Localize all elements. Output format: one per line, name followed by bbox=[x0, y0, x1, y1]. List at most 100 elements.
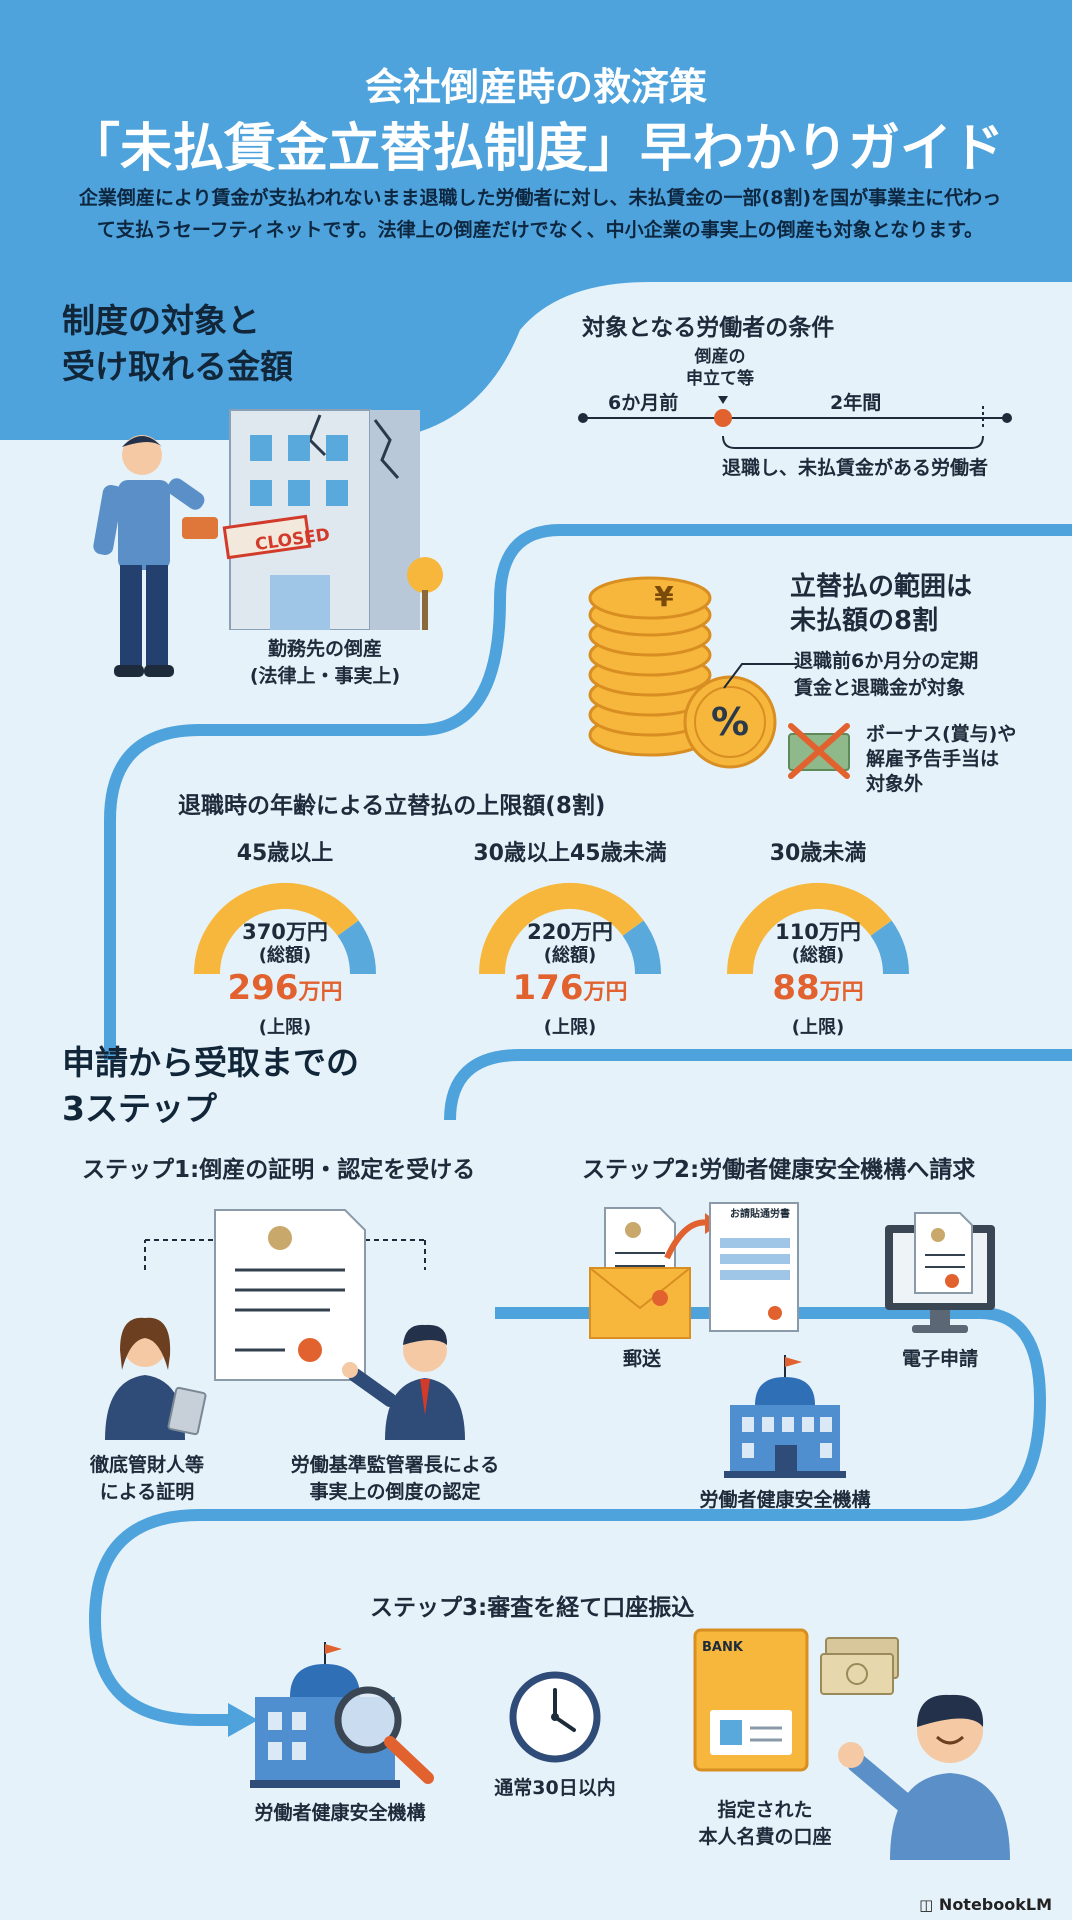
timeline-after-label: 2年間 bbox=[830, 392, 882, 414]
step1-right-caption: 労働基準監管署長による 事実上の倒度の認定 bbox=[270, 1452, 520, 1506]
scope-title: 立替払の範囲は 未払額の8割 bbox=[790, 570, 972, 638]
agency-review-icon bbox=[250, 1642, 434, 1788]
certificate-illustration bbox=[144, 1209, 426, 1381]
limit-total-note: (総額) bbox=[543, 945, 597, 966]
gauge-filled-arc bbox=[194, 883, 359, 975]
limit-gauge bbox=[727, 883, 909, 975]
scope-excluded-line2: 解雇予告手当は bbox=[866, 748, 1000, 770]
limit-values-3: 110万円 (総額) 88万円 (上限) bbox=[718, 920, 918, 1039]
limit-age-label: 30歳以上45歳未満 bbox=[473, 841, 667, 866]
step1-right-caption-line1: 労働基準監管署長による bbox=[290, 1454, 500, 1476]
scope-excluded-line3: 対象外 bbox=[866, 773, 924, 795]
bankrupt-caption: 勤務先の倒産 (法律上・事実上) bbox=[215, 636, 435, 690]
step1-left-caption-line2: による証明 bbox=[99, 1481, 195, 1503]
scope-excluded: ボーナス(賞与)や 解雇予告手当は 対象外 bbox=[866, 722, 1016, 797]
excluded-icon bbox=[788, 723, 850, 779]
closed-building-icon bbox=[222, 409, 443, 630]
limit-note: (上限) bbox=[791, 1017, 845, 1038]
scope-target-line2: 賃金と退職金が対象 bbox=[794, 677, 966, 699]
mail-caption: 郵送 bbox=[622, 1348, 661, 1370]
clock-caption: 通常30日以内 bbox=[494, 1777, 616, 1799]
bankrupt-caption-line1: 勤務先の倒産 bbox=[267, 638, 382, 660]
computer-icon bbox=[885, 1212, 995, 1333]
step3-agency-caption: 労働者健康安全機構 bbox=[254, 1802, 426, 1824]
flow-line-3 bbox=[88, 1307, 1047, 1726]
limit-amount: 176万円 bbox=[470, 968, 670, 1013]
bank-caption-line2: 本人名費の口座 bbox=[698, 1826, 832, 1848]
step1-title: ステップ1:倒産の証明・認定を受ける bbox=[82, 1157, 476, 1183]
timeline-title: 対象となる労働者の条件 bbox=[582, 315, 835, 341]
bank-caption-line1: 指定された bbox=[717, 1799, 813, 1821]
bankrupt-caption-line2: (法律上・事実上) bbox=[249, 665, 401, 687]
header-title-line2: 「未払賃金立替払制度」早わかりガイド bbox=[67, 119, 1004, 179]
timeline-caption: 退職し、未払賃金がある労働者 bbox=[722, 457, 989, 479]
timeline-marker-line1: 倒産の bbox=[694, 347, 746, 367]
section2-title: 申請から受取までの 3ステップ bbox=[62, 1040, 359, 1132]
step1-left-caption: 徹底管財人等 による証明 bbox=[62, 1452, 232, 1506]
gauge-remaining-arc bbox=[622, 920, 661, 975]
percent-symbol: % bbox=[710, 700, 750, 744]
step1-left-caption-line1: 徹底管財人等 bbox=[89, 1454, 204, 1476]
limit-gauge bbox=[194, 883, 376, 975]
limit-total-note: (総額) bbox=[791, 945, 845, 966]
coin-stack-icon bbox=[588, 576, 777, 769]
smiling-man-icon bbox=[838, 1694, 1010, 1860]
limit-age-label: 30歳未満 bbox=[769, 841, 867, 866]
gauge-remaining-arc bbox=[870, 920, 909, 975]
banknotes-icon bbox=[820, 1637, 899, 1695]
scope-title-line2: 未払額の8割 bbox=[790, 606, 939, 636]
flow-line-1 bbox=[104, 524, 1072, 1060]
scope-target: 退職前6か月分の定期 賃金と退職金が対象 bbox=[794, 648, 978, 702]
gauge-filled-arc bbox=[479, 883, 644, 975]
limit-values-1: 370万円 (総額) 296万円 (上限) bbox=[185, 920, 385, 1039]
bankbook-icon bbox=[693, 1628, 809, 1772]
step2-agency-caption: 労働者健康安全機構 bbox=[699, 1489, 871, 1511]
trustee-woman-icon bbox=[105, 1317, 207, 1440]
limit-amount-number: 88 bbox=[772, 968, 820, 1008]
section1-title: 制度の対象と 受け取れる金額 bbox=[62, 298, 293, 390]
brand-label: NotebookLM bbox=[938, 1895, 1052, 1914]
clock-icon bbox=[509, 1671, 601, 1763]
limits-title: 退職時の年齢による立替払の上限額(8割) bbox=[178, 793, 606, 819]
limit-note: (上限) bbox=[258, 1017, 312, 1038]
timeline-axis bbox=[578, 396, 1012, 449]
limit-amount-number: 296 bbox=[227, 968, 299, 1008]
limit-amount: 296万円 bbox=[185, 968, 385, 1013]
limit-item: 30歳未満 bbox=[718, 835, 918, 979]
section2-title-line2: 3ステップ bbox=[62, 1089, 217, 1128]
limit-note: (上限) bbox=[543, 1017, 597, 1038]
flow-line-2 bbox=[444, 1049, 1072, 1121]
step3-title: ステップ3:審査を経て口座振込 bbox=[370, 1595, 695, 1621]
scope-title-line1: 立替払の範囲は bbox=[790, 572, 973, 602]
header-description: 企業倒産により賃金が支払われないまま退職した労働者に対し、未払賃金の一部(8割)… bbox=[78, 187, 1002, 241]
brand-icon: ◫ bbox=[919, 1896, 934, 1914]
section2-title-line1: 申請から受取までの bbox=[62, 1043, 359, 1082]
limit-item: 45歳以上 bbox=[185, 835, 385, 979]
limit-amount-number: 176 bbox=[512, 968, 584, 1008]
yen-symbol: ¥ bbox=[654, 580, 674, 613]
limit-total: 220万円 bbox=[527, 920, 613, 944]
limit-amount-unit: 万円 bbox=[819, 980, 864, 1005]
limit-total: 110万円 bbox=[775, 920, 861, 944]
inspector-man-icon bbox=[342, 1324, 465, 1440]
limit-gauge bbox=[479, 883, 661, 975]
gauge-remaining-arc bbox=[337, 920, 376, 975]
limit-age-label: 45歳以上 bbox=[236, 841, 334, 866]
scope-pointer bbox=[723, 663, 797, 689]
mail-form-illustration bbox=[589, 1202, 799, 1339]
scope-excluded-line1: ボーナス(賞与)や bbox=[866, 723, 1017, 745]
timeline-marker-label: 倒産の 申立て等 bbox=[660, 346, 780, 390]
limit-item: 30歳以上45歳未満 bbox=[430, 835, 710, 979]
agency-building-icon bbox=[724, 1355, 846, 1478]
step2-title: ステップ2:労働者健康安全機構へ請求 bbox=[582, 1157, 976, 1183]
bank-label: BANK bbox=[702, 1640, 743, 1655]
step1-right-caption-line2: 事実上の倒度の認定 bbox=[309, 1481, 481, 1503]
header-title-line1: 会社倒産時の救済策 bbox=[364, 65, 707, 109]
limit-values-2: 220万円 (総額) 176万円 (上限) bbox=[470, 920, 670, 1039]
brand-logo: ◫ NotebookLM bbox=[919, 1895, 1052, 1914]
limit-amount-unit: 万円 bbox=[298, 980, 343, 1005]
scope-target-line1: 退職前6か月分の定期 bbox=[794, 650, 979, 672]
bank-caption: 指定された 本人名費の口座 bbox=[670, 1797, 860, 1851]
timeline-before-label: 6か月前 bbox=[608, 392, 679, 414]
